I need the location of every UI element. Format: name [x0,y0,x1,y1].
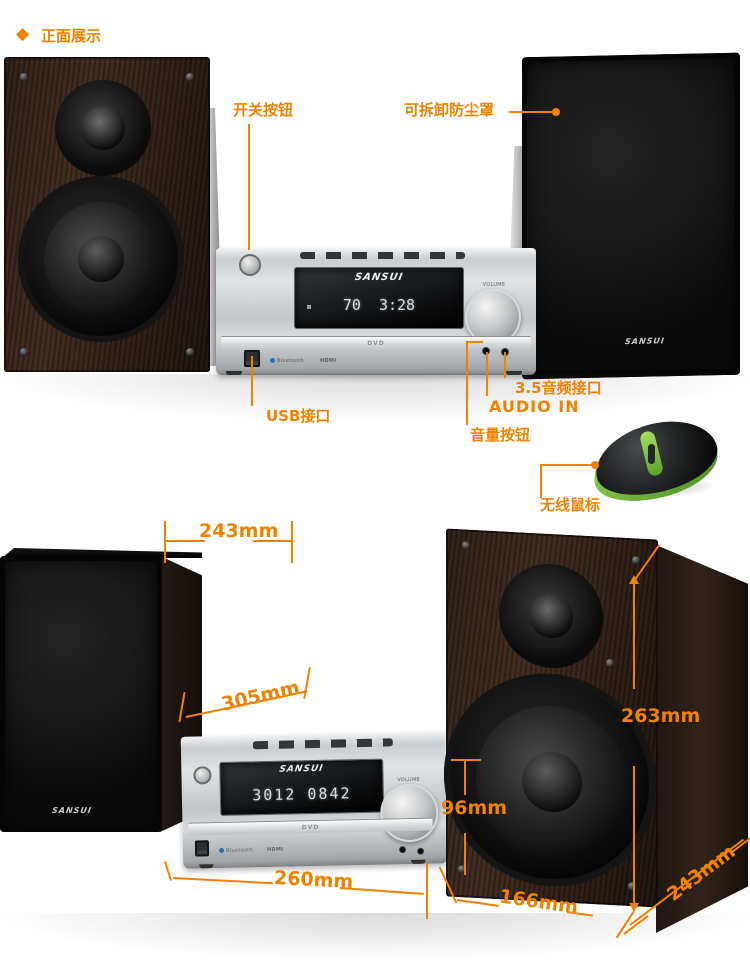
screw [462,541,470,550]
screw [606,658,614,668]
leader-line-dust-cover [509,111,553,113]
dim-263-line-lower [633,766,635,904]
section-title: 正面展示 [41,27,102,45]
dim-243-top-tick-left [164,521,166,563]
usb-port [194,840,210,857]
dim-96-value: 96mm [441,797,508,819]
bluetooth-badge: Bluetooth [270,358,304,364]
front-view-photo: SANSUI SANSUI 70 3:28 [0,52,750,514]
unit-brand-logo: SANSUI [353,272,405,283]
leader-dot-dust-cover [552,108,560,116]
leader-line-mouse-v [540,464,542,498]
annotation-usb-label: USB接口 [266,407,331,425]
bluetooth-text: Bluetooth [277,358,304,364]
screw [186,348,194,356]
display-digits: 70 3:28 [295,296,463,314]
speaker-brand-logo: SANSUI [51,806,93,815]
leader-line-mouse-h [540,464,596,466]
unit-foot [226,371,242,375]
audio-in-jack [482,347,490,355]
wireless-mouse [584,410,725,513]
leader-dot-mouse [591,461,599,469]
display-indicator [307,305,311,309]
dim-243-top-value: 243mm [199,520,279,542]
dim-305-tick-right [303,667,311,699]
leader-line-jack35 [504,352,506,378]
screw [20,73,28,81]
dim-305-value: 305mm [219,676,302,716]
annotation-jack35-label: 3.5音频接口 [515,379,602,397]
dim-260-line-left [172,877,273,885]
annotation-power-label: 开关按钮 [233,101,294,119]
volume-knob [379,783,439,843]
volume-knob [465,289,521,345]
dimension-view-photo: SANSUI SANSUI 3012 0842 VOLUME DVD Bluet… [0,515,750,960]
top-buttons [300,252,465,259]
lcd-display: SANSUI 70 3:28 [294,267,464,329]
dim-243-top-line-right [253,540,293,542]
display-track: 70 [342,296,361,314]
screw [186,73,194,81]
diamond-icon: ◆ [16,24,30,44]
bluetooth-icon [270,358,275,363]
bluetooth-icon [218,847,225,853]
audio-in-jack [398,846,407,854]
display-digits: 3012 0842 [252,784,352,805]
right-speaker-grille: SANSUI [522,52,740,380]
left-speaker-top [2,548,202,558]
dim-260-tick-left [163,861,173,881]
main-unit-dimension: SANSUI 3012 0842 VOLUME DVD Bluetooth HD… [180,731,448,869]
annotation-dust-cover-label: 可拆卸防尘罩 [404,101,495,119]
dim-263-value: 263mm [621,705,701,727]
dim-96-line-upper [464,761,466,795]
display-time: 3:28 [378,296,416,314]
leader-line-usb [251,356,253,406]
leader-line-power [248,124,250,250]
dim-243-top-tick-right [291,521,293,563]
hdmi-badge: HDMI [266,846,284,853]
dim-260-tick-right [426,863,428,919]
volume-knob-label: VOLUME [397,776,421,784]
annotation-audio-in-label: AUDIO IN [489,397,580,416]
left-speaker [4,57,210,372]
leader-hook-volume [467,341,483,343]
hdmi-badge: HDMI [320,358,337,364]
tweeter-dome [81,106,125,150]
unit-foot [411,859,426,864]
screw [632,556,640,565]
disc-tray: DVD [221,336,531,350]
dim-166-line-left [456,899,499,907]
dim-243-top-line-left [165,540,205,542]
unit-foot [199,864,214,869]
woofer-dust-cap [78,236,124,282]
annotation-mouse-label: 无线鼠标 [540,496,601,514]
main-unit: SANSUI 70 3:28 VOLUME DVD Bluetooth HDMI [216,248,536,375]
headphone-jack [417,847,425,855]
dim-263-arrow-bottom [629,903,639,912]
mouse-scroll-wheel [648,444,655,464]
bluetooth-badge: Bluetooth [218,847,254,854]
dim-96-tick-top [451,759,481,761]
leader-line-volume [466,341,468,425]
power-button [239,254,261,276]
leader-line-audio-in [486,352,488,396]
screw [20,348,28,356]
dim-96-line-lower [464,833,466,875]
speaker-brand-logo: SANSUI [624,336,666,347]
volume-knob-label: VOLUME [482,282,506,288]
dvd-logo: DVD [367,340,385,347]
power-button [193,766,212,785]
lcd-display: SANSUI 3012 0842 [219,758,385,816]
unit-foot [506,371,522,375]
bluetooth-text: Bluetooth [225,847,254,854]
dim-263-line-upper [633,583,635,689]
annotation-volume-label: 音量按钮 [470,426,531,444]
left-speaker-grille: SANSUI [0,556,162,832]
dim-263-arrow-top [629,575,639,584]
top-buttons [252,738,393,750]
unit-brand-logo: SANSUI [278,763,325,775]
floor-shadow [0,374,750,422]
